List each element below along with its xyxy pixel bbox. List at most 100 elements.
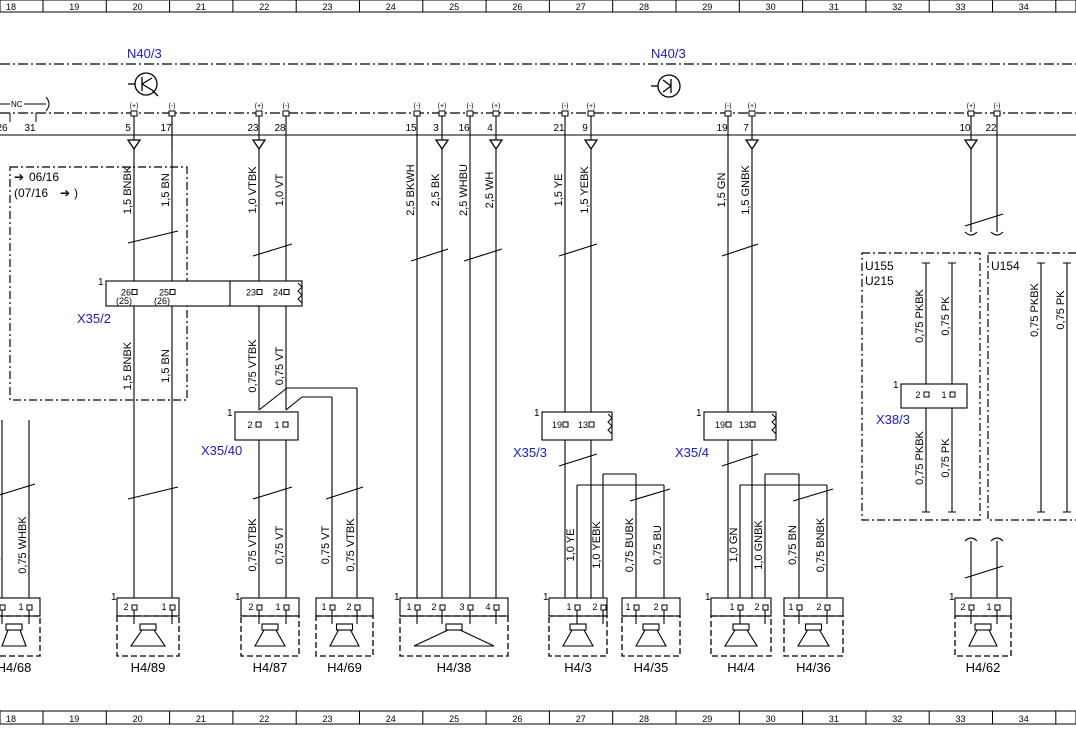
column-number: 32 bbox=[892, 714, 902, 724]
connector-label: X35/40 bbox=[201, 443, 242, 458]
svg-text:4: 4 bbox=[487, 123, 493, 134]
svg-text:(-): (-) bbox=[994, 103, 1001, 110]
module-pin-4: (+)4 bbox=[487, 103, 500, 134]
svg-text:1: 1 bbox=[941, 390, 946, 400]
date-to-close: ) bbox=[74, 186, 78, 200]
column-number: 32 bbox=[892, 2, 902, 12]
svg-text:➔: ➔ bbox=[60, 186, 70, 200]
signal-arrow-icon bbox=[745, 139, 759, 150]
svg-text:(-): (-) bbox=[169, 103, 176, 110]
svg-text:1: 1 bbox=[625, 602, 630, 612]
svg-text:2: 2 bbox=[653, 602, 658, 612]
column-number: 23 bbox=[322, 2, 332, 12]
wire-label-variant: 0,75 PK bbox=[940, 296, 952, 336]
signal-arrow-icon bbox=[252, 139, 266, 150]
wire-label-lower: 1,0 YE bbox=[565, 529, 577, 562]
wire-label-lower: 1,0 GN bbox=[728, 528, 740, 563]
speaker-icon bbox=[329, 623, 360, 647]
wire-label-upper: 1,0 VT bbox=[274, 174, 286, 207]
svg-text:1: 1 bbox=[321, 602, 326, 612]
wire-label-upper: 1,5 GNBK bbox=[740, 165, 752, 215]
module-pin-16: (-)16 bbox=[458, 103, 474, 134]
speaker-icon bbox=[413, 623, 495, 647]
wire-label-lower: 0,75 VT bbox=[320, 525, 332, 564]
speaker-label: H4/69 bbox=[327, 660, 362, 675]
column-number: 20 bbox=[133, 2, 143, 12]
svg-text:7: 7 bbox=[743, 123, 749, 134]
column-number: 22 bbox=[259, 2, 269, 12]
amplifier-icon-right bbox=[651, 74, 681, 98]
column-number: 30 bbox=[766, 714, 776, 724]
svg-text:22: 22 bbox=[985, 123, 997, 134]
speaker-label: H4/89 bbox=[131, 660, 166, 675]
column-number: 24 bbox=[386, 2, 396, 12]
wire-label-upper: 2,5 BK bbox=[430, 173, 442, 207]
speaker-icon bbox=[1, 623, 27, 647]
svg-text:25: 25 bbox=[159, 288, 169, 298]
column-number: 27 bbox=[576, 2, 586, 12]
speaker-label: H4/35 bbox=[634, 660, 669, 675]
svg-text:(25): (25) bbox=[116, 296, 132, 306]
svg-text:1: 1 bbox=[729, 602, 734, 612]
speaker-label: H4/38 bbox=[437, 660, 472, 675]
svg-text:2: 2 bbox=[754, 602, 759, 612]
connector-label: X35/2 bbox=[77, 311, 111, 326]
svg-text:2: 2 bbox=[248, 602, 253, 612]
wire-label-variant: 0,75 PK bbox=[1055, 290, 1067, 330]
svg-text:1: 1 bbox=[275, 602, 280, 612]
wire-label-lower: 0,75 VTBK bbox=[247, 518, 259, 572]
wire-paths bbox=[0, 122, 1071, 600]
module-pin-9: (+)9 bbox=[582, 103, 595, 134]
svg-text:(+): (+) bbox=[967, 103, 976, 110]
svg-text:26: 26 bbox=[0, 123, 8, 134]
module-label-left: N40/3 bbox=[127, 46, 162, 61]
svg-text:(-): (-) bbox=[562, 103, 569, 110]
wire-label-upper: 1,0 VTBK bbox=[247, 166, 259, 214]
svg-text:3: 3 bbox=[433, 123, 439, 134]
connector-label: X35/3 bbox=[513, 445, 547, 460]
svg-text:2: 2 bbox=[915, 390, 920, 400]
svg-text:19: 19 bbox=[715, 420, 725, 430]
wire-label-upper: 1,5 BN bbox=[160, 173, 172, 207]
module-pin-28: (-)28 bbox=[274, 103, 290, 134]
speakers: 21H4/68121H4/89121H4/8712H4/6911234H4/38… bbox=[0, 592, 1012, 675]
svg-text:(+): (+) bbox=[587, 103, 596, 110]
speaker-icon bbox=[635, 623, 667, 647]
connector-label: X35/4 bbox=[675, 445, 709, 460]
svg-text:1: 1 bbox=[893, 380, 899, 391]
wire-label-mid: 1,5 BN bbox=[160, 349, 172, 383]
wire-label-mid: 0,75 VT bbox=[274, 346, 286, 385]
wire-label-upper: 2,5 WHBU bbox=[458, 164, 470, 216]
svg-text:13: 13 bbox=[578, 420, 588, 430]
wire-label-variant: 0,75 PKBK bbox=[914, 288, 926, 342]
connector-label: X38/3 bbox=[876, 412, 910, 427]
speaker-icon bbox=[254, 623, 286, 647]
module-pin-23: (+)23 bbox=[247, 103, 263, 134]
signal-arrow-icon bbox=[964, 139, 978, 150]
svg-text:16: 16 bbox=[458, 123, 470, 134]
speaker-icon bbox=[129, 623, 167, 647]
svg-text:1: 1 bbox=[98, 277, 104, 288]
svg-text:(26): (26) bbox=[154, 296, 170, 306]
column-number: 33 bbox=[955, 2, 965, 12]
svg-text:26: 26 bbox=[121, 288, 131, 298]
wire-label-variant: 0,75 PKBK bbox=[914, 430, 926, 484]
signal-arrow-icon bbox=[489, 139, 503, 150]
svg-text:1: 1 bbox=[543, 592, 549, 603]
svg-text:1: 1 bbox=[227, 408, 233, 419]
speaker-label: H4/36 bbox=[796, 660, 831, 675]
wire-label-mid: 0,75 VTBK bbox=[247, 339, 259, 393]
module-pin-10: (+)10 bbox=[959, 103, 975, 134]
